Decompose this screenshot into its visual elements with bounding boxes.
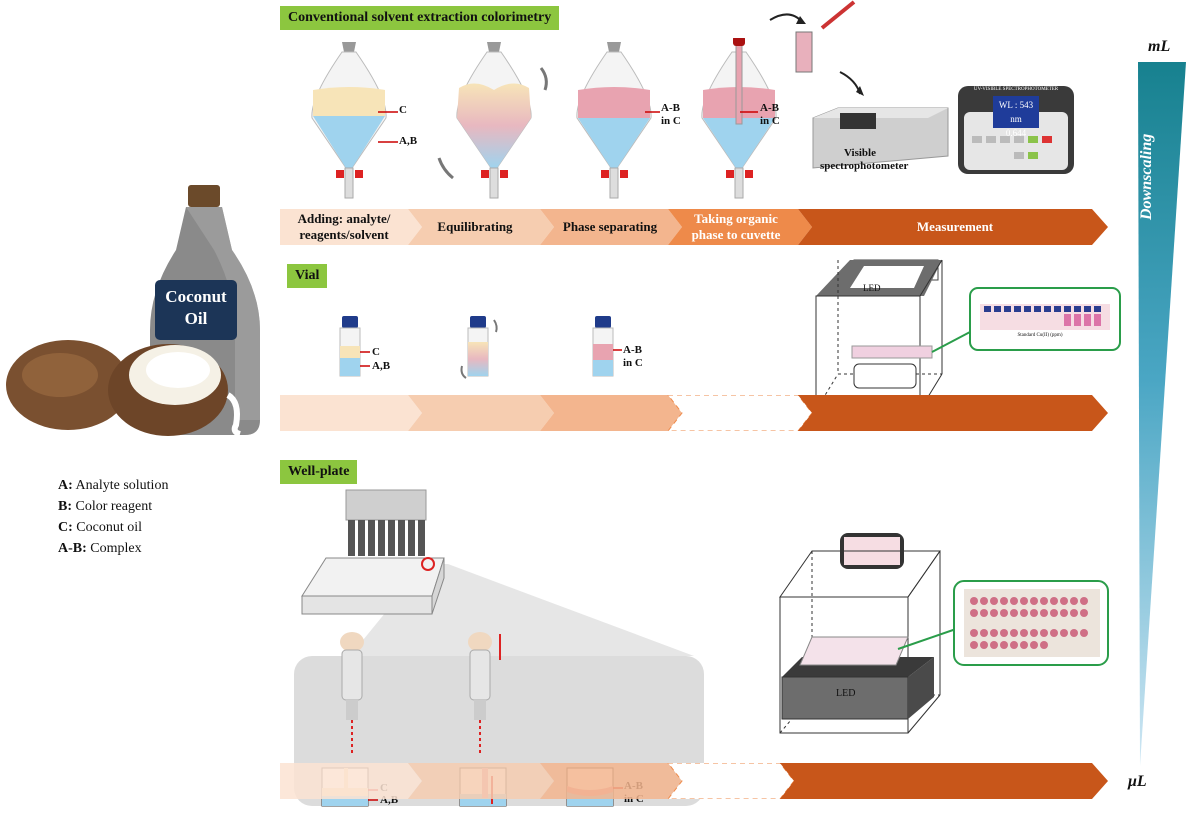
funnel-adding <box>311 42 387 199</box>
legend-item-c: C: Coconut oil <box>58 520 143 535</box>
downscaling-label: Downscaling <box>1138 133 1155 220</box>
legend: A: Analyte solution B: Color reagent C: … <box>58 475 168 559</box>
scale-bottom-label: μL <box>1128 773 1147 790</box>
vial-adding <box>339 316 361 377</box>
label-ab-vial: A,B <box>372 360 391 372</box>
legend-item-a: A: Analyte solution <box>58 478 169 493</box>
multichannel-pipette-plate <box>301 489 445 615</box>
led-box-vial <box>815 259 1121 411</box>
section-tag-vial: Vial <box>287 264 328 288</box>
step-phase-separating: Phase separating <box>562 219 658 234</box>
step-adding: Adding: analyte/reagents/solvent <box>297 211 391 242</box>
funnel-phase-separating <box>576 42 652 199</box>
separatory-funnels <box>311 38 777 199</box>
led-label-wellplate: LED <box>836 688 856 699</box>
coconut-oil-illustration <box>6 185 260 437</box>
funnel-taking <box>701 38 777 199</box>
pipette-adding <box>340 632 364 756</box>
scale-top-label: mL <box>1148 38 1171 55</box>
section-tag-conventional: Conventional solvent extraction colorime… <box>280 6 560 30</box>
cuvette-transfer <box>769 0 864 96</box>
section-tag-wellplate: Well-plate <box>280 460 358 484</box>
legend-item-ab: A-B: Complex <box>58 541 142 556</box>
legend-item-b: B: Color reagent <box>58 499 153 514</box>
vial-equilibrating <box>460 316 498 379</box>
spectro-display: WL : 543 nm 0.644 <box>993 98 1039 140</box>
label-ab-1: A,B <box>399 135 418 147</box>
label-c-vial: C <box>372 346 380 358</box>
pipette-mixing <box>468 632 501 756</box>
vials <box>339 316 622 379</box>
bottle-label-line2: Oil <box>184 309 208 328</box>
step-measurement: Measurement <box>916 219 994 234</box>
steps-arrow-row-2 <box>280 395 1108 431</box>
visible-spectrophotometer <box>812 107 949 169</box>
bottle-label-line1: Coconut <box>165 287 227 306</box>
step-equilibrating: Equilibrating <box>437 219 513 234</box>
vial-phase-separating <box>592 316 614 377</box>
spectro-header: UV-VISIBLE SPECTROPHOTOMETER <box>973 87 1059 92</box>
led-box-wellplate <box>779 533 1109 734</box>
spectro-keypad-unit <box>958 86 1074 174</box>
led-label-vial: LED <box>863 283 881 293</box>
absorbance-readout: 0.644 <box>1005 128 1027 138</box>
hand-pipettes <box>340 632 501 756</box>
wavelength-readout: WL : 543 nm <box>998 100 1034 124</box>
bottle-label <box>155 280 237 340</box>
bottle-label-text: Coconut Oil <box>155 286 237 330</box>
downscaling-wedge <box>1138 62 1186 766</box>
steps-arrow-row-3 <box>280 763 1108 799</box>
std-caption: Standard Cu(II) (ppm) <box>1017 333 1063 338</box>
steps-arrow-row-1 <box>280 209 1108 245</box>
bottle-cork <box>188 185 220 207</box>
label-c-1: C <box>399 104 407 116</box>
funnel-equilibrating <box>437 42 548 199</box>
